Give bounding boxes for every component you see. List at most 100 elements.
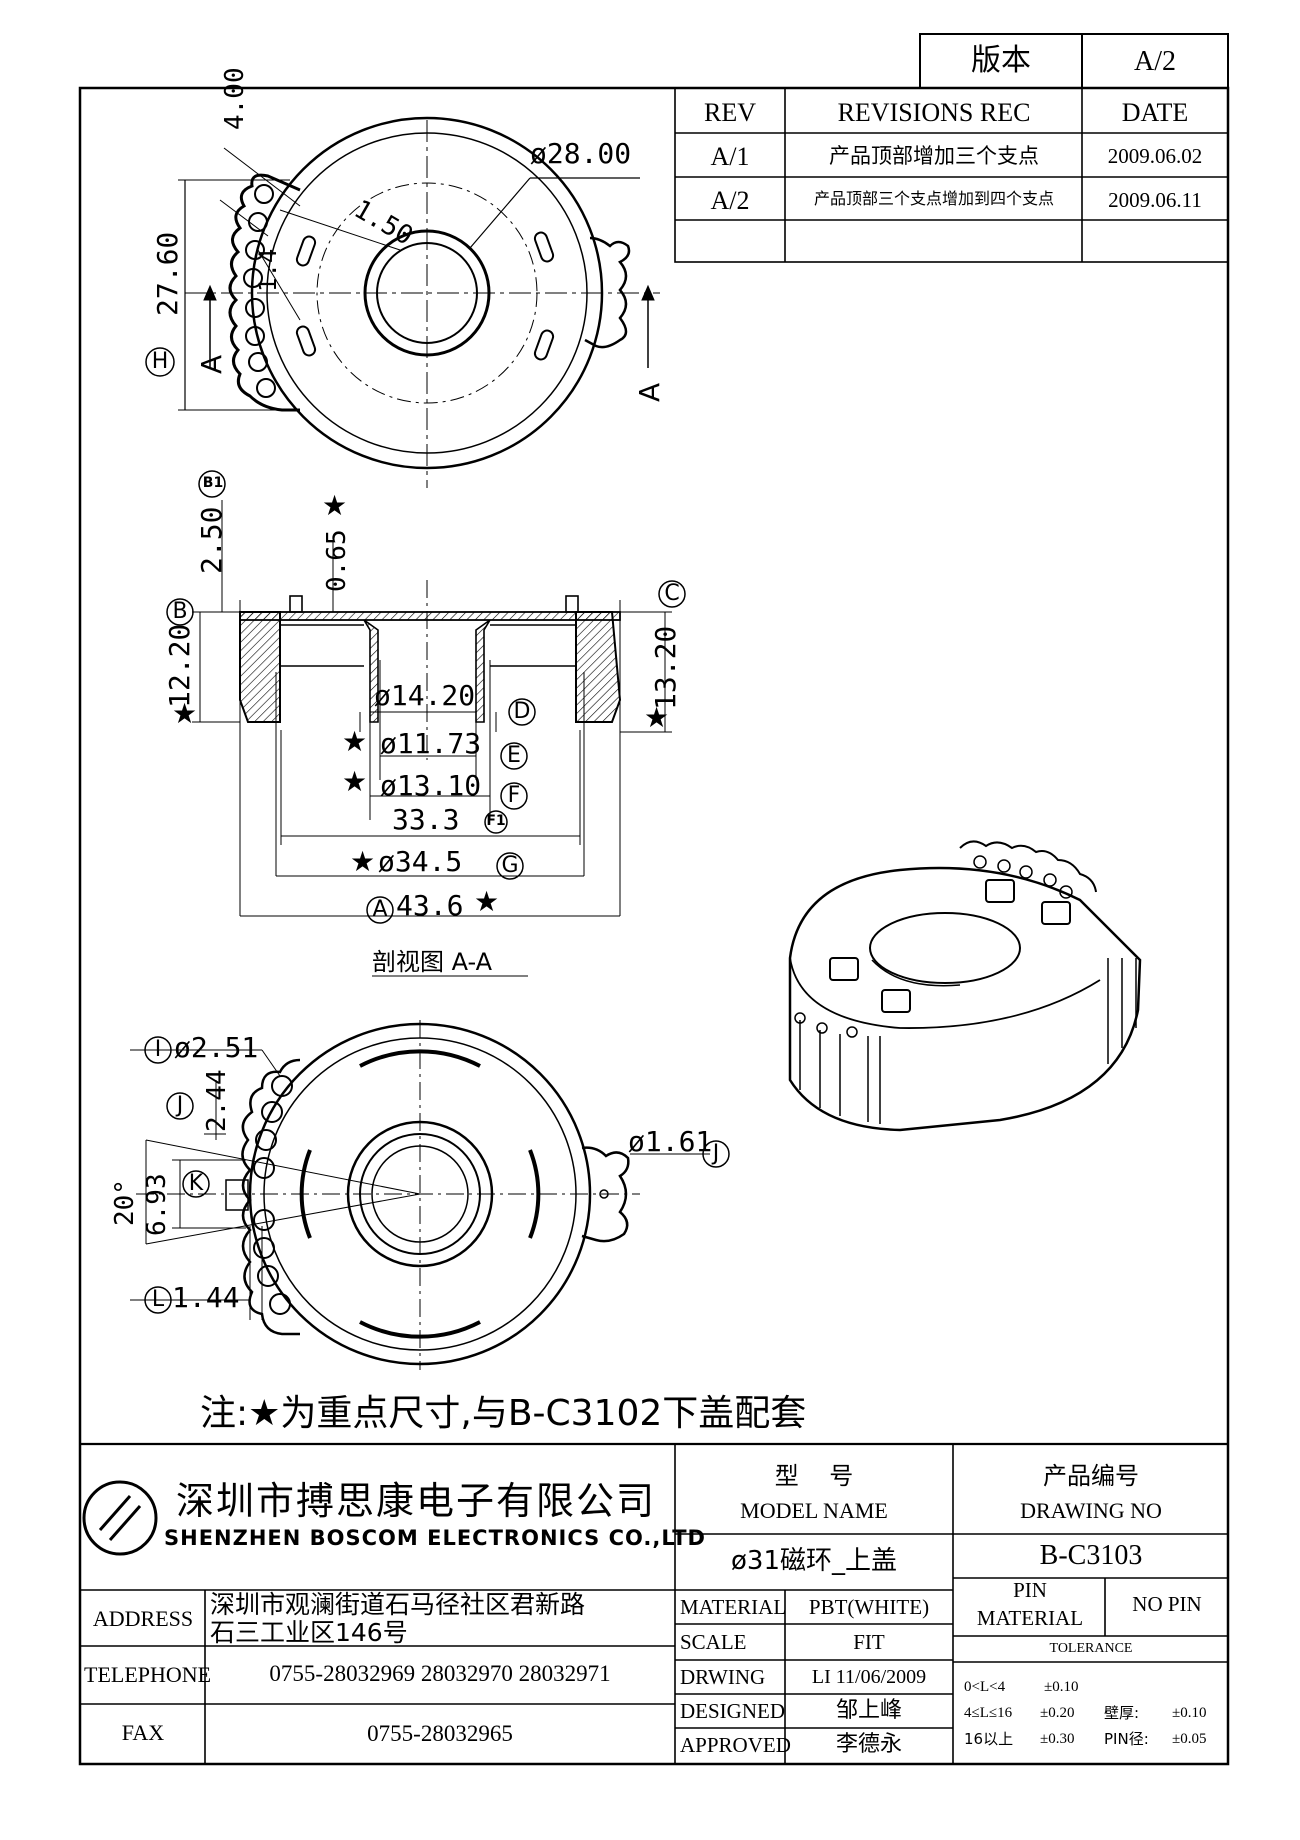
pin-material-label-1: PIN	[1013, 1578, 1047, 1602]
dim-1-44: 1.44	[172, 1281, 240, 1314]
dim-27-60: 27.60	[151, 231, 184, 316]
fax-label: FAX	[121, 1720, 165, 1745]
dim-2-50: 2.50	[195, 506, 228, 574]
company-name-en: SHENZHEN BOSCOM ELECTRONICS CO.,LTD	[164, 1526, 706, 1550]
sheet-border	[78, 86, 1230, 1766]
star-1310: ★	[342, 765, 368, 798]
tag-l: L	[151, 1287, 165, 1312]
tol-row-3-range: 16以上	[964, 1730, 1014, 1748]
tol-row-2-tol: ±0.20	[1040, 1705, 1075, 1721]
iso-body	[788, 866, 1142, 1132]
dim-dia-2-51: ø2.51	[174, 1031, 259, 1064]
drwing-label: DRWING	[680, 1665, 766, 1689]
dim-dia-28: ø28.00	[530, 137, 632, 170]
rev-row-1-rev: A/1	[710, 142, 750, 171]
tag-j-left: J	[176, 1093, 184, 1118]
section-mark-left: A	[195, 354, 228, 374]
tag-b1: B1	[202, 475, 224, 491]
bottom-view	[130, 1020, 730, 1370]
tag-a: A	[372, 897, 388, 922]
revision-table	[674, 87, 1229, 263]
approved-label: APPROVED	[680, 1733, 791, 1757]
section-view	[166, 470, 686, 977]
star-1320: ★	[644, 701, 670, 734]
dim-dia-1-61: ø1.61	[628, 1125, 713, 1158]
tol-row-3-tol: ±0.30	[1040, 1731, 1075, 1747]
address-line-2: 石三工业区146号	[210, 1618, 408, 1647]
address-label: ADDRESS	[92, 1606, 194, 1631]
tag-d: D	[513, 699, 531, 724]
dim-12-20: 12.20	[163, 623, 196, 708]
rev-row-1-date: 2009.06.02	[1107, 144, 1203, 168]
company-logo	[82, 1480, 158, 1556]
model-label-cn: 型 号	[774, 1462, 854, 1490]
dim-4-00: 4.00	[220, 67, 250, 130]
tag-c: C	[664, 581, 680, 606]
drwing-value: LI 11/06/2009	[811, 1666, 927, 1688]
dim-dia-34-5: ø34.5	[378, 845, 463, 878]
material-value: PBT(WHITE)	[808, 1595, 930, 1619]
material-label: MATERIAL	[680, 1595, 787, 1619]
fax-value: 0755-28032965	[367, 1721, 513, 1746]
pin-material-label-2: MATERIAL	[976, 1606, 1084, 1630]
approved-value: 李德永	[835, 1732, 902, 1757]
tol-row-2-range: 4≤L≤16	[964, 1705, 1013, 1721]
rev-header-rev: REV	[704, 98, 756, 127]
company-name-cn: 深圳市搏思康电子有限公司	[176, 1479, 657, 1523]
dim-13-20: 13.20	[649, 625, 682, 710]
center-hole-outer	[363, 229, 491, 357]
dim-dia-13-10: ø13.10	[380, 769, 482, 802]
dim-33-3: 33.3	[392, 803, 460, 836]
center-hole-inner	[376, 242, 478, 344]
tag-b: B	[172, 599, 188, 624]
rev-row-2-rev: A/2	[710, 186, 750, 215]
section-wall-left	[239, 611, 281, 723]
rev-row-1-desc: 产品顶部增加三个支点	[829, 144, 1039, 168]
dim-20-deg: 20°	[110, 1179, 140, 1226]
tag-h-circle	[145, 347, 175, 377]
star-345: ★	[350, 845, 376, 878]
tag-e: E	[507, 743, 521, 768]
top-view	[145, 116, 660, 488]
tol-row-3-extra-label: PIN径:	[1104, 1730, 1149, 1748]
section-wall-right	[575, 611, 622, 723]
tag-i: I	[154, 1037, 162, 1062]
pin-material-value: NO PIN	[1132, 1592, 1202, 1616]
version-label: 版本	[971, 43, 1031, 78]
model-name-value: ø31磁环_上盖	[731, 1546, 897, 1576]
outer-ring	[250, 116, 604, 470]
tag-g: G	[501, 853, 519, 878]
rev-header-date: DATE	[1121, 98, 1189, 127]
dim-dia-11-73: ø11.73	[380, 727, 482, 760]
rev-header-rec: REVISIONS REC	[837, 98, 1031, 127]
dim-2-44: 2.44	[202, 1069, 232, 1132]
tol-row-2-extra-label: 壁厚:	[1104, 1704, 1140, 1722]
tol-row-2-extra: ±0.10	[1172, 1705, 1207, 1721]
dim-43-6: 43.6	[396, 889, 464, 922]
rev-row-2-date: 2009.06.11	[1108, 188, 1202, 212]
dim-0-65: 0.65	[322, 529, 352, 592]
tag-f1: F1	[486, 813, 506, 829]
star-065: ★	[322, 489, 348, 522]
pin-comb-left	[228, 173, 301, 412]
dim-1-4: 1.4	[254, 248, 282, 292]
tag-k: K	[188, 1171, 204, 1196]
section-caption: 剖视图 A-A	[372, 948, 493, 976]
drawing-no-value: B-C3103	[1039, 1540, 1143, 1571]
star-1220: ★	[172, 697, 198, 730]
scale-value: FIT	[853, 1630, 885, 1654]
star-436: ★	[474, 885, 500, 918]
pin-lug-right	[584, 236, 631, 349]
isometric-view	[788, 840, 1142, 1132]
telephone-value: 0755-28032969 28032970 28032971	[269, 1661, 611, 1686]
designed-value: 邹上峰	[835, 1698, 902, 1723]
tag-h: H	[151, 349, 169, 374]
address-line-1: 深圳市观澜街道石马径社区君新路	[210, 1590, 586, 1619]
tolerance-label: TOLERANCE	[1049, 1641, 1133, 1656]
drawing-no-label-en: DRAWING NO	[1020, 1498, 1162, 1523]
dim-6-93: 6.93	[142, 1173, 172, 1236]
scale-label: SCALE	[680, 1630, 747, 1654]
tol-row-1-tol: ±0.10	[1044, 1679, 1079, 1695]
tol-row-1-range: 0<L<4	[964, 1679, 1006, 1695]
